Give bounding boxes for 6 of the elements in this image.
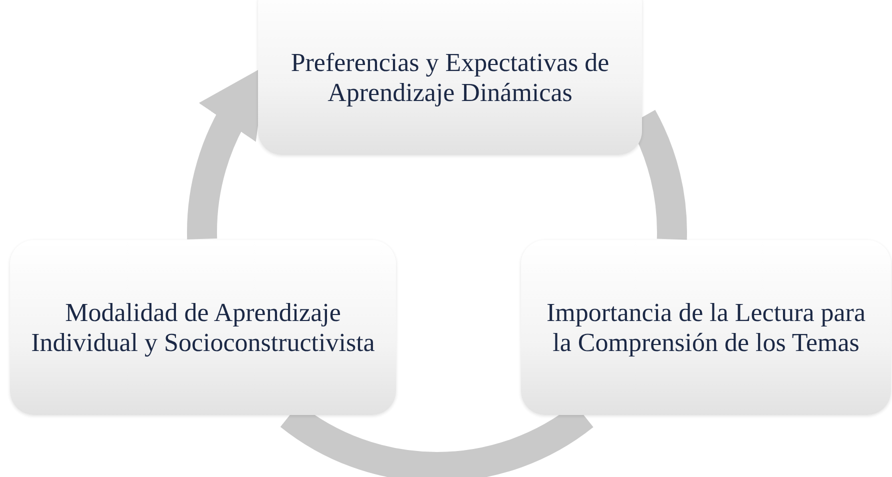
box-text: Modalidad de Aprendizaje Individual y Socioconstructivista bbox=[30, 298, 376, 358]
box-text: Preferencias y Expectativas de Aprendizaje Dinámicas bbox=[290, 48, 610, 108]
process-box bbox=[258, 0, 642, 155]
process-box bbox=[10, 240, 396, 415]
box-text: Importancia de la Lectura para la Comprensión de los Temas bbox=[545, 298, 867, 358]
process-box bbox=[521, 240, 891, 415]
